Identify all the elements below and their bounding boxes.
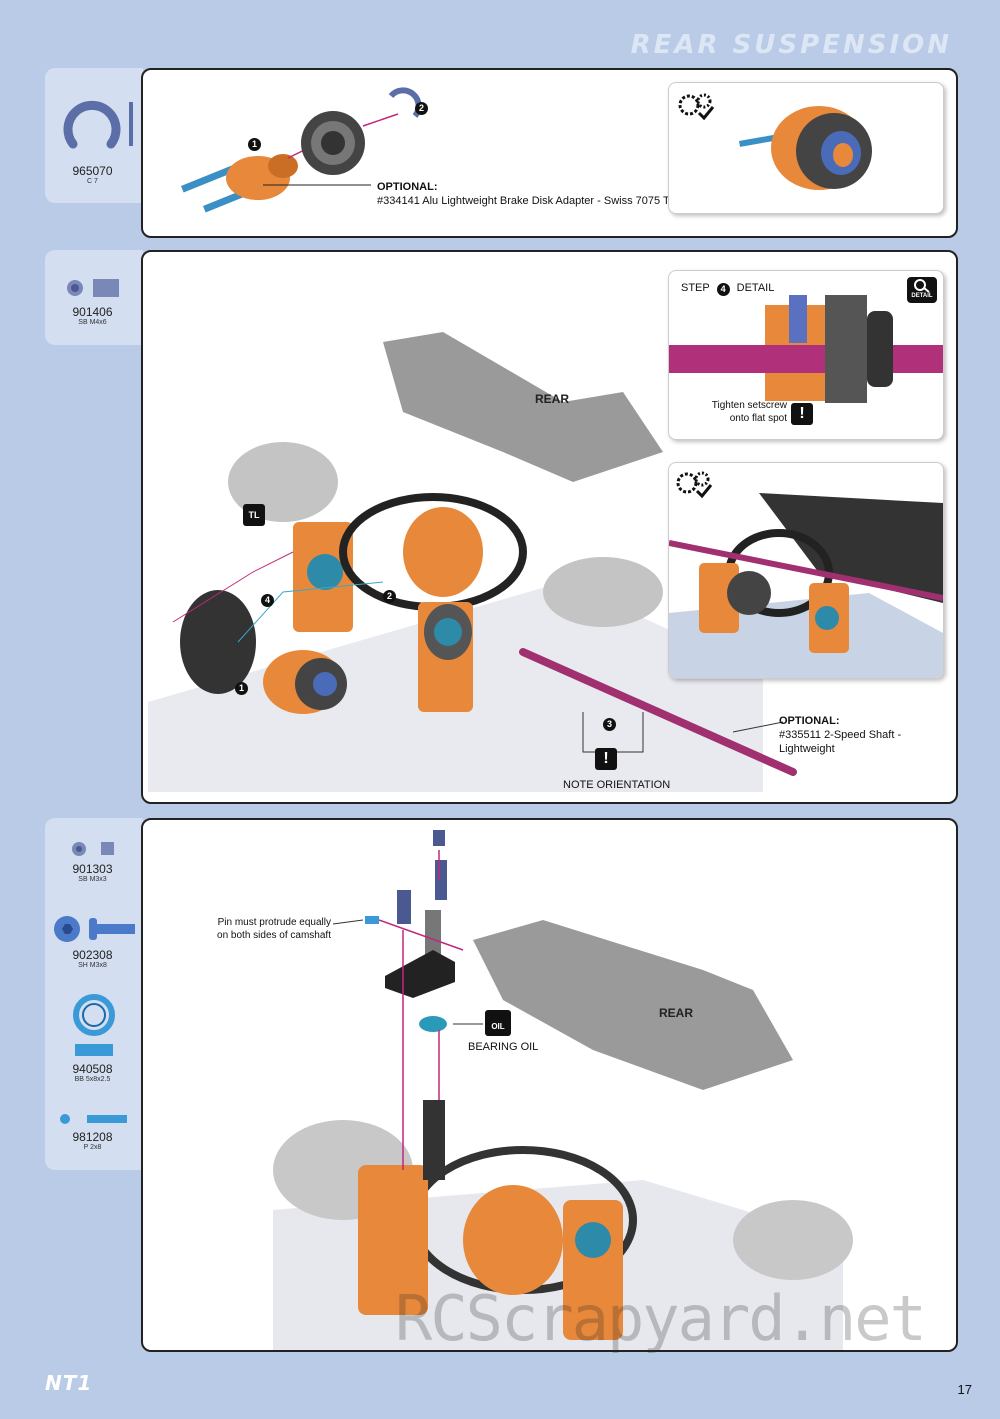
assembled-view-inset <box>668 82 944 214</box>
oil-icon: OIL <box>485 1010 511 1036</box>
page-number: 17 <box>957 1382 972 1397</box>
setscrew-note: Tighten setscrew onto flat spot <box>711 400 787 424</box>
parts-sidebar-1: 965070 C 7 <box>45 68 143 203</box>
optional-text: #335511 2-Speed Shaft - Lightweight <box>779 729 902 755</box>
pin-icon <box>60 1114 127 1124</box>
optional-label: OPTIONAL: <box>377 181 438 193</box>
brake-adapter-illustration <box>181 87 422 213</box>
page-title: REAR SUSPENSION <box>630 30 952 60</box>
detail-step-number: 4 <box>716 283 730 296</box>
part-code: 965070 <box>72 164 113 178</box>
gears-check-icon <box>678 93 715 121</box>
detail-step-label: STEP <box>681 282 710 294</box>
detail-label: DETAIL <box>736 282 775 294</box>
optional-callout: OPTIONAL: #334141 Alu Lightweight Brake … <box>377 180 677 208</box>
step-panel-3: Pin must protrude equally on both sides … <box>141 818 958 1352</box>
c-clip-icon <box>63 100 133 149</box>
step-number: 2 <box>383 590 396 603</box>
part-size: SB M4x6 <box>78 319 107 326</box>
assembled-gearbox-inset <box>668 462 944 679</box>
setscrew-warning-icon: ! <box>791 403 813 425</box>
nt1-logo: NT1 <box>45 1371 93 1395</box>
ball-bearing-icon <box>73 994 115 1056</box>
detail-icon-label: DETAIL <box>911 293 933 299</box>
step-number: 1 <box>248 138 261 151</box>
part-size: C 7 <box>87 178 98 185</box>
assembled-gearbox-illustration <box>669 493 943 678</box>
part-code: 981208 <box>72 1130 113 1144</box>
pin-note: Pin must protrude equally on both sides … <box>217 917 331 941</box>
optional-text: #334141 Alu Lightweight Brake Disk Adapt… <box>377 195 676 207</box>
step-number: 2 <box>415 102 428 115</box>
step-number: 1 <box>235 682 248 695</box>
step-panel-2: REAR TL 1 2 3 4 ! NOTE ORIENTATION OPTIO… <box>141 250 958 804</box>
part-code: 901406 <box>72 305 113 319</box>
gears-check-icon <box>676 471 713 499</box>
parts-sidebar-2: 901406 SB M4x6 <box>45 250 143 345</box>
rear-gearbox-illustration <box>148 332 797 792</box>
part-code: 940508 <box>72 1062 113 1076</box>
watermark: RCScrapyard.net <box>395 1282 927 1355</box>
step-detail-inset: STEP 4 DETAIL DETAIL Tighten setscrew on… <box>668 270 944 440</box>
step-panel-1: 1 2 OPTIONAL: #334141 Alu Lightweight Br… <box>141 68 958 238</box>
part-code: 902308 <box>72 948 113 962</box>
detail-magnifier-icon: DETAIL <box>907 277 937 303</box>
socket-head-screw-icon <box>54 916 135 942</box>
rear-label: REAR <box>535 392 570 406</box>
part-size: SH M3x8 <box>78 962 107 969</box>
setscrew-detail-illustration <box>669 295 943 403</box>
part-size: BB 5x8x2.5 <box>74 1076 111 1083</box>
note-orientation-icon: ! <box>595 748 617 770</box>
part-size: SB M3x3 <box>78 876 107 883</box>
part-size: P 2x8 <box>83 1144 102 1151</box>
callout-leader <box>263 184 371 186</box>
rear-label: REAR <box>659 1006 694 1020</box>
part-code: 901303 <box>72 862 113 876</box>
assembled-adapter-illustration <box>739 106 872 190</box>
bearing-oil-label: BEARING OIL <box>468 1041 539 1053</box>
setscrew-icon <box>72 842 114 856</box>
parts-sidebar-3: 901303 SB M3x3 902308 SH M3x8 940508 BB … <box>45 818 143 1170</box>
optional-callout: OPTIONAL: #335511 2-Speed Shaft - Lightw… <box>779 714 954 756</box>
note-orientation-label: NOTE ORIENTATION <box>563 779 671 791</box>
step-number: 4 <box>261 594 274 607</box>
setscrew-icon <box>67 279 119 297</box>
thread-lock-icon: TL <box>243 504 265 526</box>
camshaft-assembly-illustration <box>273 830 853 1350</box>
optional-label: OPTIONAL: <box>779 715 840 727</box>
step-number: 3 <box>603 718 616 731</box>
detail-heading: STEP 4 DETAIL <box>681 281 775 296</box>
